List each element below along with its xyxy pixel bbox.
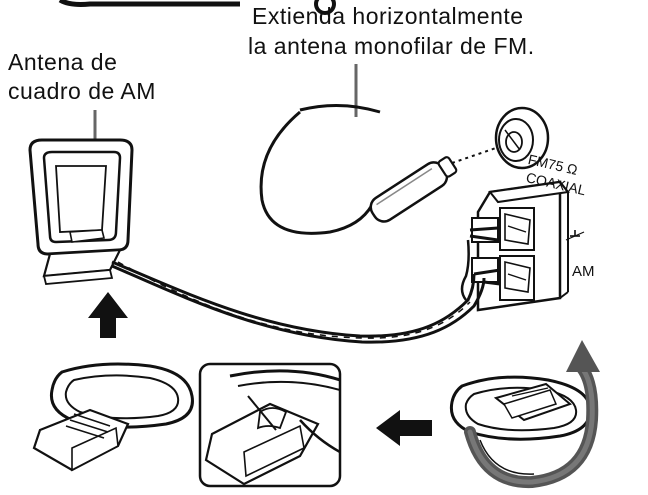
am-loop-antenna-assembled bbox=[28, 138, 134, 285]
am-terminal-label: AM bbox=[572, 263, 595, 280]
am-loop-antenna-step2 bbox=[32, 362, 194, 472]
heading-fragment bbox=[58, 0, 336, 15]
rotate-arrow-icon bbox=[464, 340, 600, 489]
left-arrow-icon bbox=[376, 410, 432, 446]
am-terminal-block bbox=[471, 180, 570, 312]
fm-instruction-line-1: Extienda horizontalmente bbox=[252, 3, 524, 29]
up-arrow-icon bbox=[88, 292, 128, 338]
fm-coaxial-socket bbox=[494, 106, 550, 170]
am-loop-antenna-step1 bbox=[449, 375, 592, 441]
inset-detail-box bbox=[198, 362, 342, 488]
am-antenna-label-line-1: Antena de bbox=[8, 49, 118, 75]
ground-icon bbox=[565, 230, 585, 241]
am-antenna-cable bbox=[111, 226, 501, 344]
fm-instruction-line-2: la antena monofilar de FM. bbox=[248, 33, 535, 59]
am-antenna-label-line-2: cuadro de AM bbox=[8, 78, 156, 104]
fm-wire-antenna bbox=[259, 104, 497, 235]
